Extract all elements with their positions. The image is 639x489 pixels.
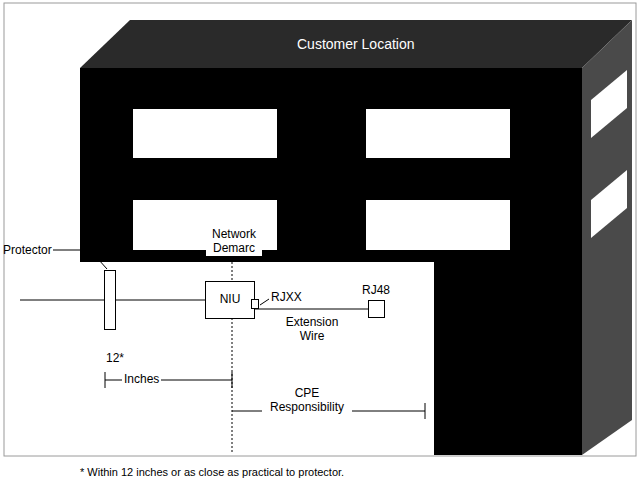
wire bbox=[116, 300, 205, 301]
dimension-value: 12* bbox=[100, 352, 130, 366]
footnote: * Within 12 inches or as close as practi… bbox=[80, 466, 344, 479]
responsibility-label: CPE Responsibility bbox=[262, 387, 352, 415]
side-wall bbox=[582, 20, 632, 455]
node-text: NIU bbox=[220, 293, 241, 307]
node-text: RJ48 bbox=[362, 284, 390, 298]
node-text: Protector bbox=[3, 244, 52, 258]
rjxx-jack bbox=[251, 299, 259, 309]
detail-panel bbox=[80, 262, 434, 455]
wire bbox=[255, 309, 368, 310]
window bbox=[133, 109, 277, 158]
building-title: Customer Location bbox=[297, 36, 415, 52]
dimension-tick bbox=[425, 403, 426, 419]
roof bbox=[80, 20, 632, 68]
leader-line bbox=[53, 250, 107, 269]
niu-box: NIU bbox=[205, 281, 255, 319]
rj48-jack: RJ48 bbox=[368, 300, 385, 318]
side-window bbox=[591, 170, 627, 238]
leader-line bbox=[260, 299, 269, 305]
frame bbox=[4, 3, 636, 456]
jack-label: RJXX bbox=[271, 291, 302, 305]
window bbox=[366, 200, 510, 250]
wire-label: Extension Wire bbox=[281, 316, 343, 344]
dimension-unit: Inches bbox=[122, 373, 161, 387]
window bbox=[366, 109, 510, 158]
incoming-wire bbox=[20, 300, 104, 301]
side-window bbox=[591, 70, 627, 138]
demarc-label: Network Demarc bbox=[206, 228, 262, 256]
protector-box: Protector bbox=[104, 270, 116, 330]
front-wall bbox=[80, 68, 582, 455]
